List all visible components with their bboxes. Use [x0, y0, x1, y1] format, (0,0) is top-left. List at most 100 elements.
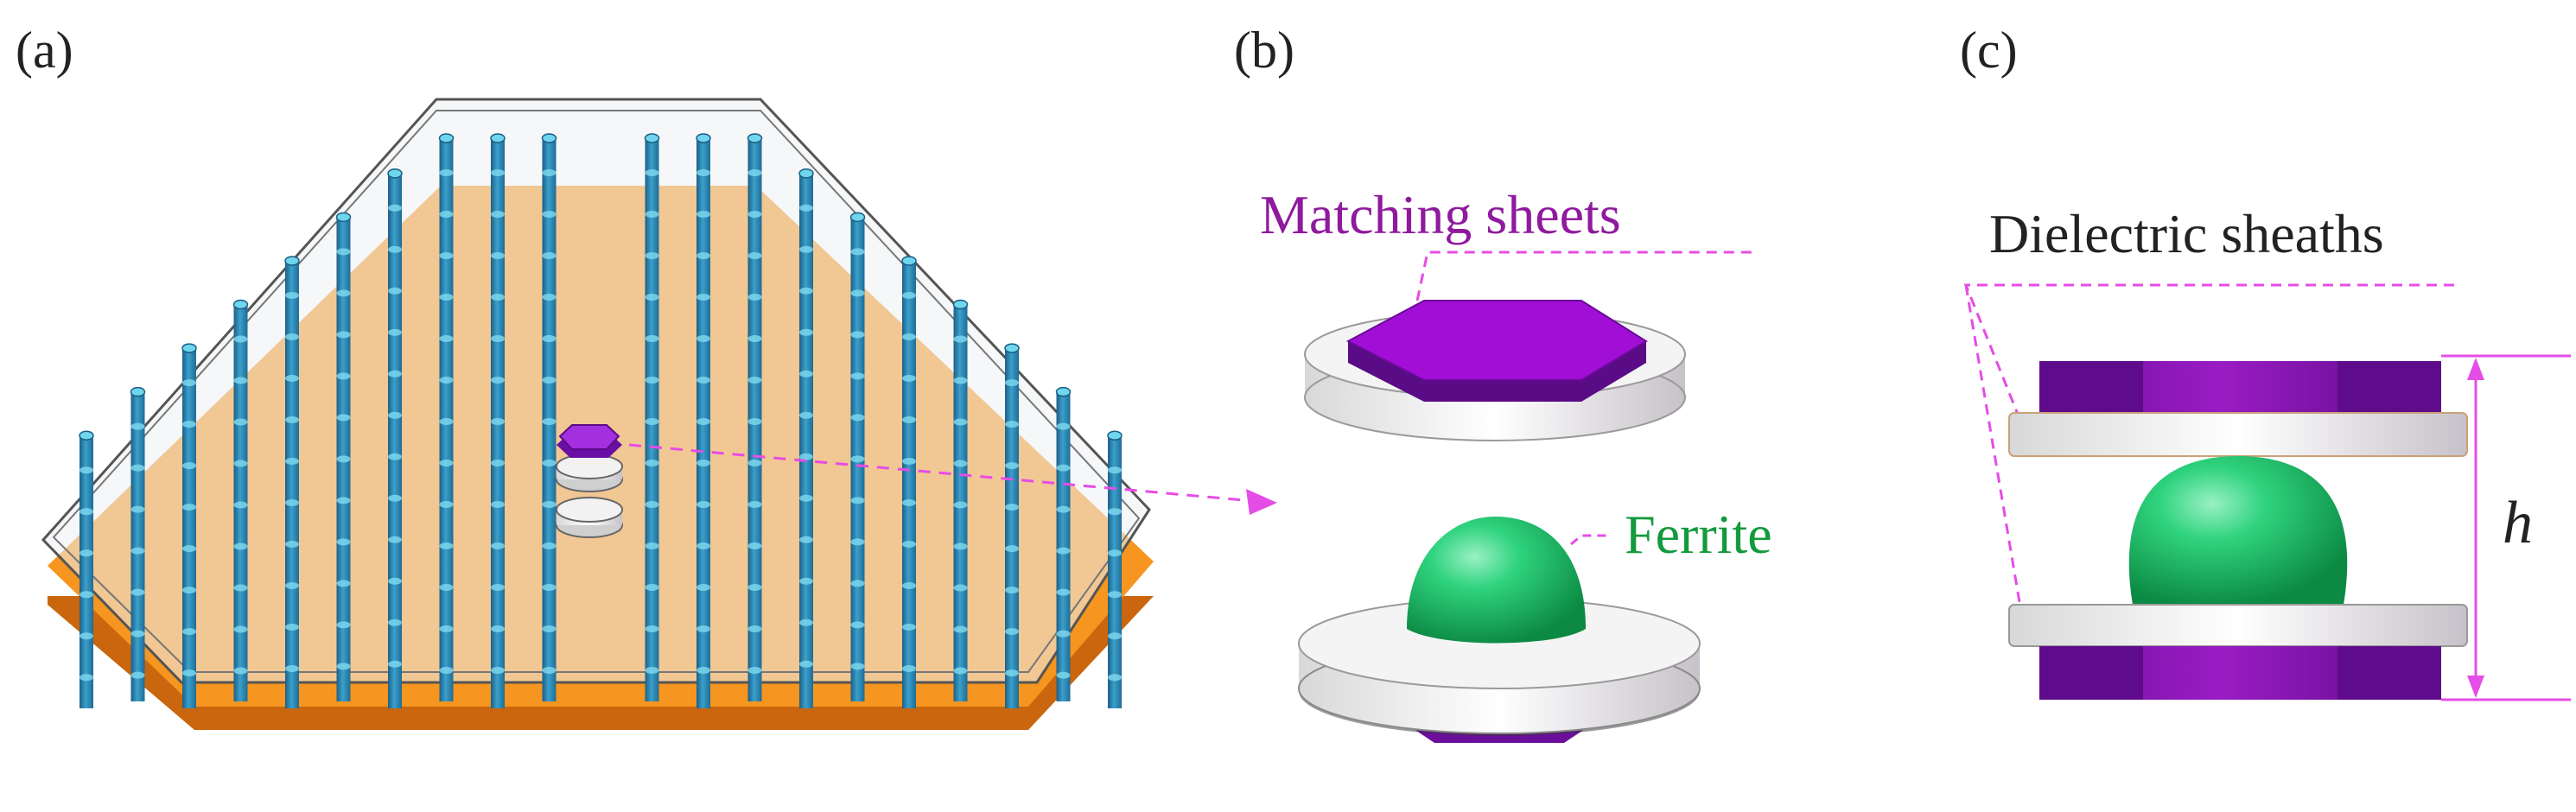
lower-block-right-face — [2337, 646, 2441, 700]
ferrite-hemisphere — [1407, 517, 1586, 644]
rod-ring — [645, 169, 659, 176]
dimension-arrow-up — [2467, 358, 2484, 380]
rod-ring — [850, 331, 865, 339]
rod-top-cap — [438, 133, 455, 143]
rod-ring — [1005, 628, 1019, 636]
rod-ring — [1005, 669, 1019, 677]
lower-disk-assembly — [1298, 517, 1701, 743]
rod-ring — [645, 667, 659, 674]
matching-sheets-leader — [1415, 251, 1754, 301]
rod-top-cap — [490, 133, 506, 143]
rod-ring — [233, 667, 248, 675]
upper-block-right-face — [2337, 361, 2441, 413]
rod-ring — [439, 169, 454, 176]
rod-ring — [1056, 547, 1071, 555]
rod-ring — [902, 664, 916, 672]
rod-ring — [182, 545, 196, 553]
rod-ring — [953, 584, 968, 592]
rod-ring — [696, 501, 710, 508]
rod-ring — [130, 422, 145, 430]
rod-ring — [953, 377, 968, 384]
rod-ring — [182, 628, 196, 636]
rod-ring — [182, 421, 196, 428]
rod-ring — [388, 619, 402, 626]
rod-ring — [80, 508, 93, 516]
rod-ring — [850, 289, 865, 297]
rod-ring — [388, 577, 402, 585]
rod-ring — [388, 328, 402, 336]
center-hexagon — [558, 424, 620, 450]
rod-ring — [439, 460, 454, 466]
center-lower-disk-top — [556, 497, 623, 523]
upper-dielectric-sheath — [2008, 412, 2468, 457]
rod-ring — [902, 291, 916, 299]
rod-ring — [491, 460, 505, 466]
rod-ring — [233, 625, 248, 633]
center-circulator — [556, 424, 623, 538]
rod-ring — [799, 494, 813, 502]
rod-ring — [1056, 422, 1071, 430]
rod-ring — [953, 542, 968, 550]
rod-ring — [696, 584, 710, 591]
rod-ring — [1005, 379, 1019, 387]
rod-ring — [542, 252, 557, 259]
rod-top-cap — [849, 212, 866, 223]
rod-top-cap — [798, 168, 814, 179]
rod-ring — [645, 625, 659, 632]
rod-ring — [850, 663, 865, 670]
rod-ring — [491, 252, 505, 259]
rod-ring — [799, 245, 813, 253]
rod-ring — [696, 542, 710, 549]
rod-ring — [747, 501, 762, 508]
rod-ring — [953, 335, 968, 343]
zoom-arrow-line — [628, 443, 1254, 503]
rod-ring — [645, 211, 659, 218]
rod-ring — [1056, 671, 1071, 679]
rod-ring — [542, 418, 557, 425]
rod-ring — [336, 414, 351, 422]
rod-ring — [388, 660, 402, 668]
rod-ring — [747, 377, 762, 384]
rod-ring — [1108, 674, 1122, 682]
rod-ring — [182, 379, 196, 387]
rod-top-cap — [901, 256, 917, 266]
rod-ring — [130, 671, 145, 679]
rod-ring — [747, 335, 762, 342]
rod-ring — [388, 494, 402, 502]
rod-ring — [902, 623, 916, 631]
upper-hexagon-side — [1348, 341, 1646, 402]
rod-top-cap — [541, 133, 557, 143]
rod-ring — [491, 667, 505, 674]
rod-ring — [542, 335, 557, 342]
rod-ring — [645, 252, 659, 259]
rod-ring — [1108, 632, 1122, 640]
rod-ring — [1005, 545, 1019, 553]
panel-a: (a) — [16, 22, 1277, 730]
rod-ring — [491, 584, 505, 591]
rod-top-cap — [387, 168, 403, 179]
rod-ring — [439, 542, 454, 549]
rod-ring — [388, 204, 402, 212]
rod-ring — [747, 542, 762, 549]
rod-ring — [336, 248, 351, 256]
rod-ring — [645, 294, 659, 301]
rod-ring — [542, 294, 557, 301]
rod-ring — [1056, 464, 1071, 472]
rod-ring — [902, 457, 916, 465]
rod-ring — [799, 411, 813, 419]
matching-sheets-label: Matching sheets — [1260, 184, 1621, 245]
rod-ring — [233, 418, 248, 426]
rod-ring — [439, 211, 454, 218]
rod-ring — [233, 584, 248, 592]
rod-ring — [1005, 587, 1019, 594]
rod-ring — [696, 211, 710, 218]
rod-ring — [130, 505, 145, 513]
rod-ring — [439, 418, 454, 425]
rod-ring — [645, 584, 659, 591]
metal-rod — [285, 260, 299, 708]
panel-c-label: (c) — [1960, 22, 2018, 79]
rod-ring — [182, 462, 196, 470]
height-label: h — [2503, 490, 2533, 556]
glass-cover-inner-edge — [52, 110, 1141, 673]
